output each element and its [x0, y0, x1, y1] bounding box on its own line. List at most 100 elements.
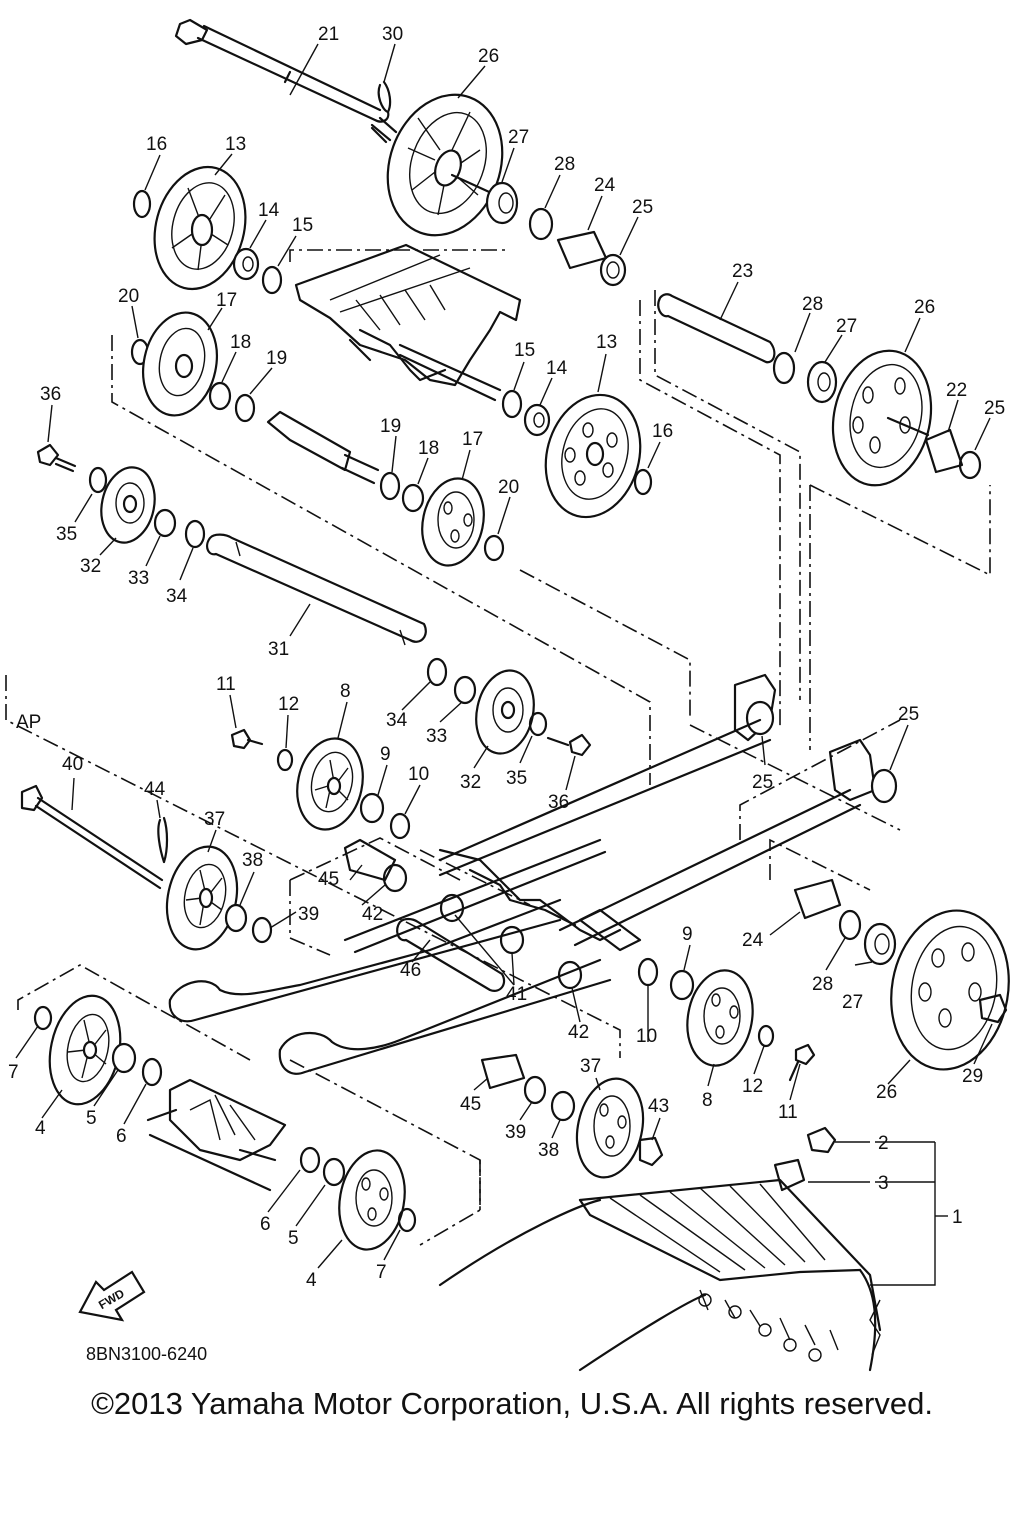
upper-shaft-assembly — [174, 18, 627, 287]
callout-5: 5 — [288, 1228, 299, 1249]
callout-14: 14 — [546, 358, 568, 379]
callout-24: 24 — [742, 930, 764, 951]
callout-26: 26 — [876, 1082, 897, 1103]
callout-6: 6 — [260, 1214, 271, 1235]
ap-wheel-group — [20, 728, 411, 951]
track-assembly — [438, 1126, 882, 1372]
upper-frame — [266, 243, 522, 485]
callout-25: 25 — [752, 772, 773, 793]
callout-11: 11 — [216, 674, 236, 695]
callout-27: 27 — [508, 127, 529, 148]
callout-11: 11 — [778, 1102, 798, 1123]
drawing-number: 8BN3100-6240 — [86, 1344, 207, 1364]
callout-28: 28 — [812, 974, 833, 995]
callout-39: 39 — [298, 904, 319, 925]
leader-lines — [15, 43, 993, 1286]
forward-arrow: FWD — [78, 1270, 146, 1322]
callout-13: 13 — [225, 134, 246, 155]
callout-43: 43 — [648, 1096, 669, 1117]
callout-20: 20 — [118, 286, 139, 307]
callout-1: 1 — [952, 1207, 963, 1228]
callout-9: 9 — [380, 744, 391, 765]
callout-14: 14 — [258, 200, 280, 221]
callout-36: 36 — [40, 384, 61, 405]
callout-28: 28 — [554, 154, 575, 175]
callout-28: 28 — [802, 294, 823, 315]
callout-30: 30 — [382, 24, 403, 45]
lower-right-wheel-group — [637, 878, 1010, 1082]
lower-left-wheel-group — [33, 994, 417, 1251]
callout-31: 31 — [268, 639, 289, 660]
callout-18: 18 — [230, 332, 251, 353]
callout-25: 25 — [632, 197, 653, 218]
callout-8: 8 — [702, 1090, 713, 1111]
callout-19: 19 — [266, 348, 287, 369]
callout-7: 7 — [8, 1062, 19, 1083]
callout-21: 21 — [318, 24, 339, 45]
callout-19: 19 — [380, 416, 401, 437]
callout-38: 38 — [538, 1140, 559, 1161]
assembly-boundary-lines — [5, 249, 991, 1246]
callout-26: 26 — [914, 297, 935, 318]
lower-center-wheel-group — [480, 1053, 664, 1179]
callout-27: 27 — [842, 992, 863, 1013]
callout-33: 33 — [128, 568, 149, 589]
slide-rail-frame — [168, 673, 898, 1075]
callout-17: 17 — [462, 429, 483, 450]
callout-16: 16 — [146, 134, 167, 155]
callout-7: 7 — [376, 1262, 387, 1283]
callout-10: 10 — [636, 1026, 657, 1047]
callout-36: 36 — [548, 792, 569, 813]
callout-25: 25 — [984, 398, 1005, 419]
callout-24: 24 — [594, 175, 616, 196]
callout-42: 42 — [568, 1022, 589, 1043]
callout-12: 12 — [742, 1076, 763, 1097]
section-label-ap: AP — [16, 712, 41, 733]
callout-35: 35 — [56, 524, 77, 545]
callout-3: 3 — [878, 1173, 889, 1194]
callout-10: 10 — [408, 764, 429, 785]
callout-16: 16 — [652, 421, 673, 442]
callout-23: 23 — [732, 261, 753, 282]
callout-8: 8 — [340, 681, 351, 702]
callout-15: 15 — [292, 215, 313, 236]
callout-35: 35 — [506, 768, 527, 789]
callout-20: 20 — [498, 477, 519, 498]
callout-32: 32 — [80, 556, 101, 577]
callout-37: 37 — [204, 809, 225, 830]
callout-13: 13 — [596, 332, 617, 353]
callout-4: 4 — [306, 1270, 317, 1291]
callout-44: 44 — [144, 779, 166, 800]
callout-33: 33 — [426, 726, 447, 747]
callout-34: 34 — [166, 586, 188, 607]
upper-left-wheel-group — [130, 165, 283, 423]
callout-25: 25 — [898, 704, 919, 725]
callout-42: 42 — [362, 904, 383, 925]
callout-38: 38 — [242, 850, 263, 871]
callout-12: 12 — [278, 694, 299, 715]
callout-45: 45 — [318, 869, 339, 890]
callout-29: 29 — [962, 1066, 983, 1087]
callout-6: 6 — [116, 1126, 127, 1147]
callout-15: 15 — [514, 340, 535, 361]
callout-17: 17 — [216, 290, 237, 311]
callout-45: 45 — [460, 1094, 481, 1115]
callout-22: 22 — [946, 380, 967, 401]
middle-wheel-group — [36, 443, 592, 757]
callout-40: 40 — [62, 754, 83, 775]
callout-34: 34 — [386, 710, 408, 731]
callout-labels: 21 30 26 16 13 27 28 24 25 14 15 23 20 1… — [8, 24, 1005, 1364]
callout-9: 9 — [682, 924, 693, 945]
callout-32: 32 — [460, 772, 481, 793]
callout-46: 46 — [400, 960, 421, 981]
upper-right-wheel-group — [501, 293, 982, 519]
callout-18: 18 — [418, 438, 439, 459]
callout-39: 39 — [505, 1122, 526, 1143]
callout-4: 4 — [35, 1118, 46, 1139]
callout-26: 26 — [478, 46, 499, 67]
callout-2: 2 — [878, 1133, 889, 1154]
callout-27: 27 — [836, 316, 857, 337]
callout-5: 5 — [86, 1108, 97, 1129]
copyright-notice: ©2013 Yamaha Motor Corporation, U.S.A. A… — [91, 1386, 933, 1421]
